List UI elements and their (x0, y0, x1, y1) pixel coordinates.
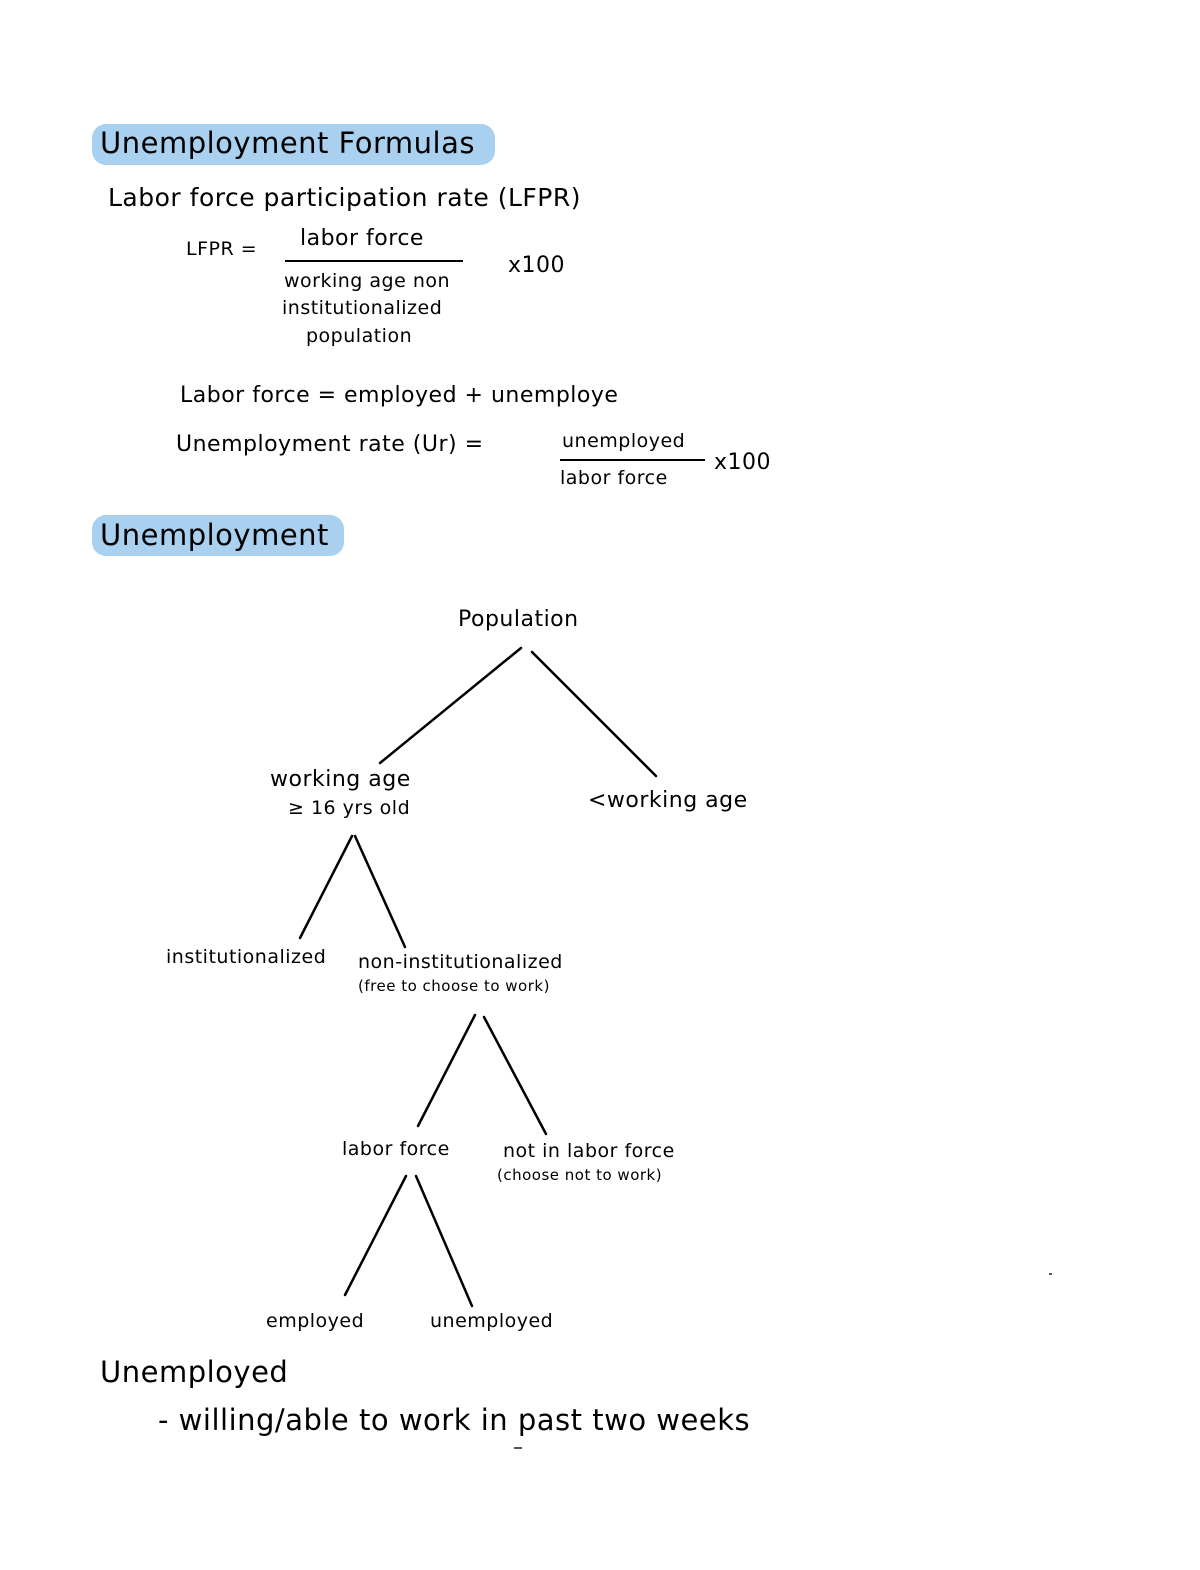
tree-node-institutionalized: institutionalized (166, 946, 327, 968)
section-heading-formulas: Unemployment Formulas (100, 126, 475, 160)
tree-node-below-working-age: <working age (588, 788, 748, 813)
ur-multiplier: x100 (714, 450, 772, 475)
ur-fraction-bar (560, 459, 705, 461)
lfpr-denominator-line2: institutionalized (282, 297, 443, 319)
section-heading-unemployment: Unemployment (100, 518, 329, 552)
lfpr-lhs: LFPR = (186, 238, 258, 260)
notes-heading-unemployed: Unemployed (100, 1355, 289, 1389)
lfpr-denominator-line3: population (306, 325, 413, 347)
lfpr-numerator: labor force (300, 226, 424, 251)
tree-node-unemployed: unemployed (430, 1310, 554, 1332)
tree-node-employed: employed (266, 1310, 365, 1332)
heading-highlight (92, 124, 495, 165)
stray-mark (1049, 1273, 1052, 1275)
lfpr-fraction-bar (285, 260, 463, 262)
ur-denominator: labor force (560, 467, 668, 489)
lfpr-denominator-line1: working age non (284, 270, 451, 292)
tree-node-non-institutionalized: non-institutionalized (358, 951, 563, 973)
notes-bullet: - willing/able to work in past two weeks (158, 1403, 751, 1437)
tree-node-not-in-labor-force-sub: (choose not to work) (497, 1166, 663, 1184)
lfpr-title: Labor force participation rate (LFPR) (108, 183, 581, 212)
stray-mark (514, 1447, 522, 1449)
tree-node-working-age-sub: ≥ 16 yrs old (288, 797, 411, 819)
tree-node-non-institutionalized-sub: (free to choose to work) (358, 977, 550, 995)
lfpr-multiplier: x100 (508, 253, 566, 278)
tree-node-labor-force: labor force (342, 1138, 450, 1160)
tree-node-working-age: working age (270, 767, 411, 792)
heading-highlight (92, 515, 344, 556)
tree-node-not-in-labor-force: not in labor force (503, 1140, 675, 1162)
labor-force-equation: Labor force = employed + unemploye (180, 383, 619, 408)
ur-numerator: unemployed (562, 430, 686, 452)
tree-node-population: Population (458, 607, 579, 632)
ur-lhs: Unemployment rate (Ur) = (176, 432, 484, 457)
